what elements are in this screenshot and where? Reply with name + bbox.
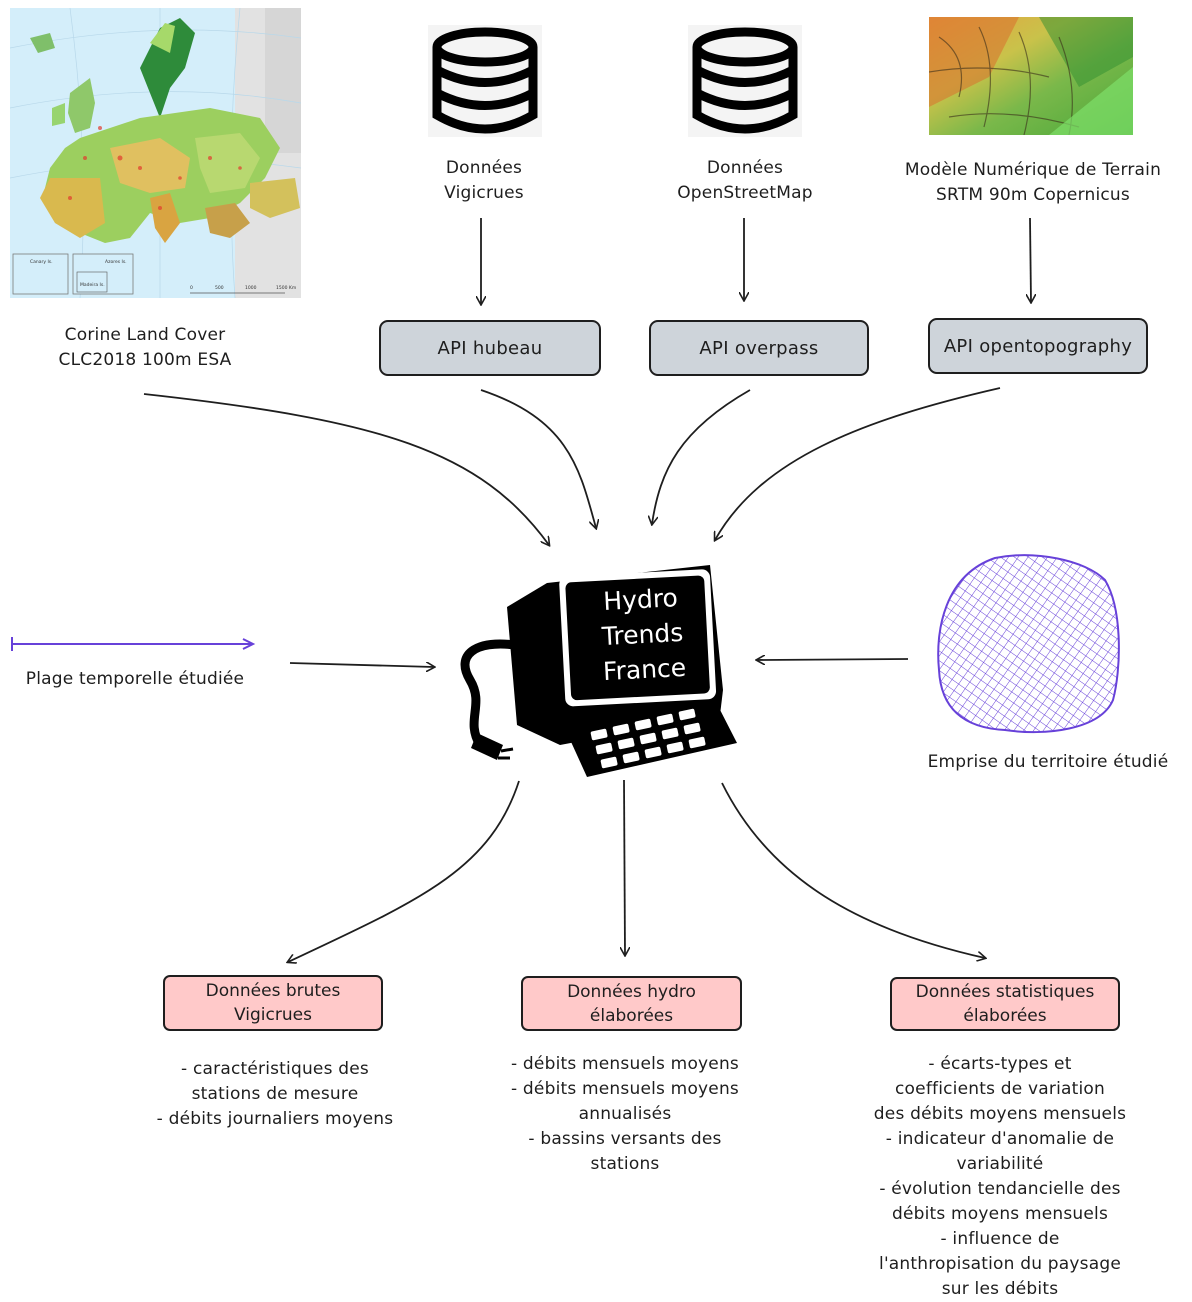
arrow-corine-to-computer bbox=[143, 393, 549, 545]
output-stats-box: Données statistiques élaborées bbox=[890, 977, 1120, 1031]
list-item: - influence de bbox=[940, 1229, 1060, 1249]
api-overpass-box: API overpass bbox=[649, 320, 869, 376]
list-item: stations bbox=[590, 1154, 660, 1174]
list-item: variabilité bbox=[956, 1154, 1044, 1174]
database-icon bbox=[688, 25, 802, 137]
output-hydro-title: Données hydro bbox=[567, 981, 696, 1002]
arrow-overpass-to-computer bbox=[652, 389, 751, 524]
output-stats-list: - écarts-types et coefficients de variat… bbox=[860, 1052, 1140, 1302]
list-item: stations de mesure bbox=[191, 1084, 359, 1104]
vigicrues-caption-line: Données bbox=[445, 158, 523, 178]
corine-caption-line: CLC2018 100m ESA bbox=[58, 350, 232, 370]
arrow-time-to-computer bbox=[289, 663, 434, 667]
corine-caption-line: Corine Land Cover bbox=[64, 325, 226, 345]
computer-icon: Hydro Trends France bbox=[460, 565, 737, 777]
api-hubeau-label: API hubeau bbox=[437, 337, 543, 359]
list-item: coefficients de variation bbox=[895, 1079, 1105, 1099]
map-scale-label: 1000 bbox=[245, 285, 257, 291]
arrow-computer-to-raw bbox=[288, 780, 520, 962]
output-hydro-title: élaborées bbox=[589, 1005, 674, 1026]
vigicrues-caption: Données Vigicrues bbox=[384, 156, 584, 206]
output-stats-title: élaborées bbox=[963, 1006, 1047, 1026]
computer-title-line: Trends bbox=[600, 618, 684, 651]
computer-title-line: Hydro bbox=[603, 583, 679, 616]
map-inset-label: Madeira Is. bbox=[80, 282, 105, 288]
arrow-territory-to-computer bbox=[757, 659, 909, 660]
arrow-computer-to-hydro bbox=[624, 779, 625, 955]
list-item: annualisés bbox=[578, 1104, 672, 1124]
map-scale-label: 1500 Km bbox=[276, 285, 296, 291]
list-item: l'anthropisation du paysage bbox=[879, 1254, 1121, 1274]
europe-map-image: Canary Is. Azores Is. Madeira Is. 0 500 … bbox=[10, 8, 301, 298]
api-hubeau-box: API hubeau bbox=[379, 320, 601, 376]
map-inset-label: Canary Is. bbox=[30, 259, 53, 265]
vigicrues-caption-line: Vigicrues bbox=[444, 183, 524, 203]
list-item: - bassins versants des bbox=[528, 1129, 722, 1149]
map-inset-label: Azores Is. bbox=[105, 259, 127, 265]
list-item: - écarts-types et bbox=[928, 1054, 1072, 1074]
map-scale-label: 0 bbox=[190, 285, 193, 291]
timeline-icon bbox=[11, 637, 256, 651]
list-item: des débits moyens mensuels bbox=[873, 1104, 1127, 1124]
list-item: - débits mensuels moyens bbox=[510, 1054, 739, 1074]
mnt-caption: Modèle Numérique de Terrain SRTM 90m Cop… bbox=[888, 158, 1178, 208]
output-stats-title: Données statistiques bbox=[915, 982, 1095, 1002]
map-scale-label: 500 bbox=[215, 285, 224, 291]
osm-caption: Données OpenStreetMap bbox=[640, 156, 850, 206]
arrow-computer-to-stats bbox=[721, 782, 985, 958]
api-opentopography-label: API opentopography bbox=[943, 335, 1133, 357]
list-item: - caractéristiques des bbox=[181, 1059, 369, 1079]
output-raw-title: Données brutes bbox=[205, 981, 341, 1001]
arrow-opentopo-to-computer bbox=[715, 387, 1001, 540]
output-raw-box: Données brutes Vigicrues bbox=[163, 975, 383, 1031]
osm-caption-line: Données bbox=[706, 158, 784, 178]
territory-label: Emprise du territoire étudié bbox=[927, 752, 1169, 772]
arrow-hubeau-to-computer bbox=[480, 389, 596, 528]
api-opentopography-box: API opentopography bbox=[928, 318, 1148, 374]
list-item: - évolution tendancielle des bbox=[879, 1179, 1121, 1199]
arrow-mnt-to-api bbox=[1030, 217, 1031, 302]
list-item: - débits mensuels moyens bbox=[510, 1079, 739, 1099]
output-raw-title: Vigicrues bbox=[234, 1005, 312, 1025]
output-hydro-box: Données hydro élaborées bbox=[521, 976, 742, 1031]
api-overpass-label: API overpass bbox=[699, 337, 819, 359]
mnt-caption-line: SRTM 90m Copernicus bbox=[936, 185, 1130, 205]
computer-title-line: France bbox=[602, 653, 687, 686]
osm-caption-line: OpenStreetMap bbox=[677, 183, 813, 203]
list-item: - indicateur d'anomalie de bbox=[885, 1129, 1115, 1149]
list-item: sur les débits bbox=[941, 1279, 1059, 1299]
list-item: - débits journaliers moyens bbox=[156, 1109, 394, 1129]
time-range-label: Plage temporelle étudiée bbox=[25, 669, 245, 689]
corine-caption: Corine Land Cover CLC2018 100m ESA bbox=[20, 323, 270, 373]
output-hydro-list: - débits mensuels moyens - débits mensue… bbox=[490, 1052, 760, 1177]
mnt-caption-line: Modèle Numérique de Terrain bbox=[904, 160, 1162, 180]
output-raw-list: - caractéristiques des stations de mesur… bbox=[140, 1057, 410, 1132]
database-icon bbox=[428, 25, 542, 137]
territory-hatch-icon bbox=[937, 554, 1120, 734]
list-item: débits moyens mensuels bbox=[891, 1204, 1109, 1224]
terrain-image bbox=[929, 17, 1133, 135]
